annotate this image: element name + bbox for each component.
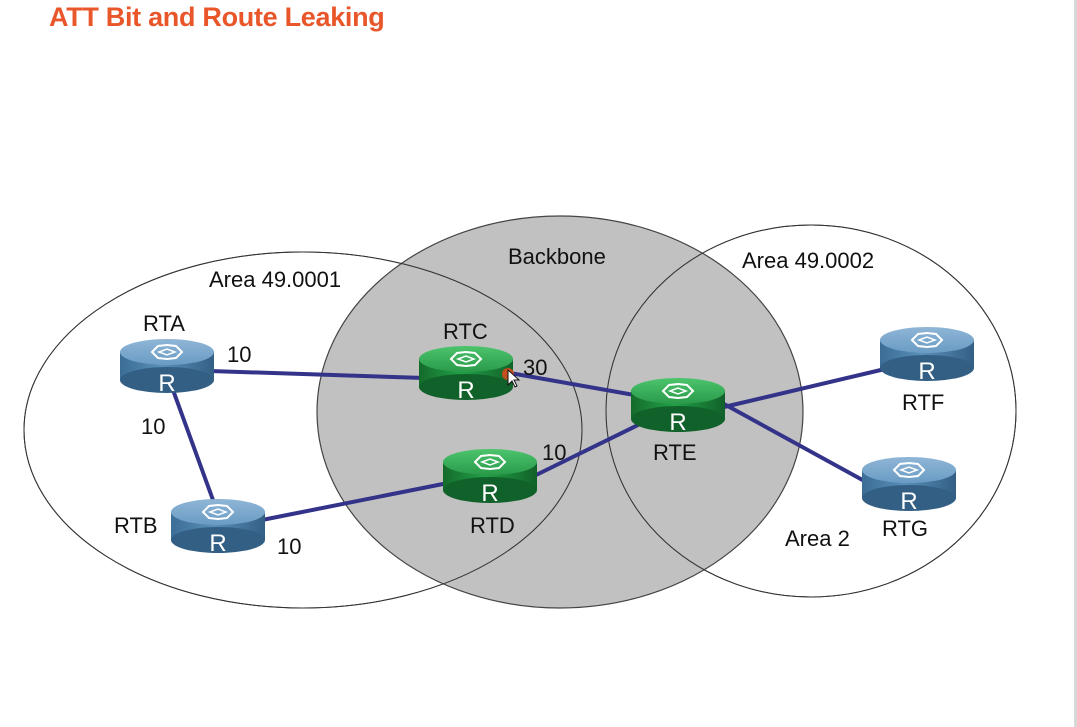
link-rtb-rtd <box>260 481 450 522</box>
router-rte[interactable]: R <box>631 378 725 436</box>
router-rtg-label: RTG <box>882 516 928 541</box>
cost-rtb-rtd: 10 <box>277 534 301 559</box>
cost-rta-rtb: 10 <box>141 414 165 439</box>
router-rte-icon: R <box>669 409 686 436</box>
router-rta-icon: R <box>158 370 175 397</box>
area-2-label: Area 2 <box>785 526 850 551</box>
router-rtd[interactable]: R <box>443 449 537 507</box>
link-rta-rtc <box>208 369 427 380</box>
area-49-0001-inner-arc <box>23 251 583 609</box>
mouse-cursor-icon <box>502 368 521 388</box>
router-rtg-icon: R <box>900 488 917 515</box>
router-rtc-icon: R <box>457 377 474 404</box>
link-rte-rtf <box>722 367 887 409</box>
link-rte-rtg <box>722 402 870 485</box>
slide-title: ATT Bit and Route Leaking <box>49 2 385 32</box>
window-edge <box>1074 0 1077 727</box>
router-rta[interactable]: R <box>120 339 214 397</box>
link-rta-rtb <box>171 388 215 502</box>
router-rtg[interactable]: R <box>862 457 956 515</box>
router-rtf[interactable]: R <box>880 327 974 385</box>
router-rtd-label: RTD <box>470 513 515 538</box>
backbone-label: Backbone <box>508 244 606 269</box>
router-rte-label: RTE <box>653 440 697 465</box>
cost-rta-rtc: 10 <box>227 342 251 367</box>
router-rtc[interactable]: R <box>419 346 513 404</box>
area-49-0001-label: Area 49.0001 <box>209 267 341 292</box>
area-49-0002-inner-arc <box>605 224 1017 598</box>
router-rtd-icon: R <box>481 480 498 507</box>
router-rtc-label: RTC <box>443 319 488 344</box>
backbone-area <box>316 215 804 609</box>
cost-rtd-rte: 10 <box>542 440 566 465</box>
cost-rtc-rte: 30 <box>523 355 547 380</box>
router-rtb[interactable]: R <box>171 499 265 557</box>
router-rtb-label: RTB <box>114 513 158 538</box>
router-rtf-icon: R <box>918 358 935 385</box>
router-rtb-icon: R <box>209 530 226 557</box>
link-rtd-rte <box>530 422 642 479</box>
link-rtc-rte <box>508 371 642 398</box>
area-49-0002-label: Area 49.0002 <box>742 248 874 273</box>
router-rtf-label: RTF <box>902 390 944 415</box>
router-rta-label: RTA <box>143 311 185 336</box>
